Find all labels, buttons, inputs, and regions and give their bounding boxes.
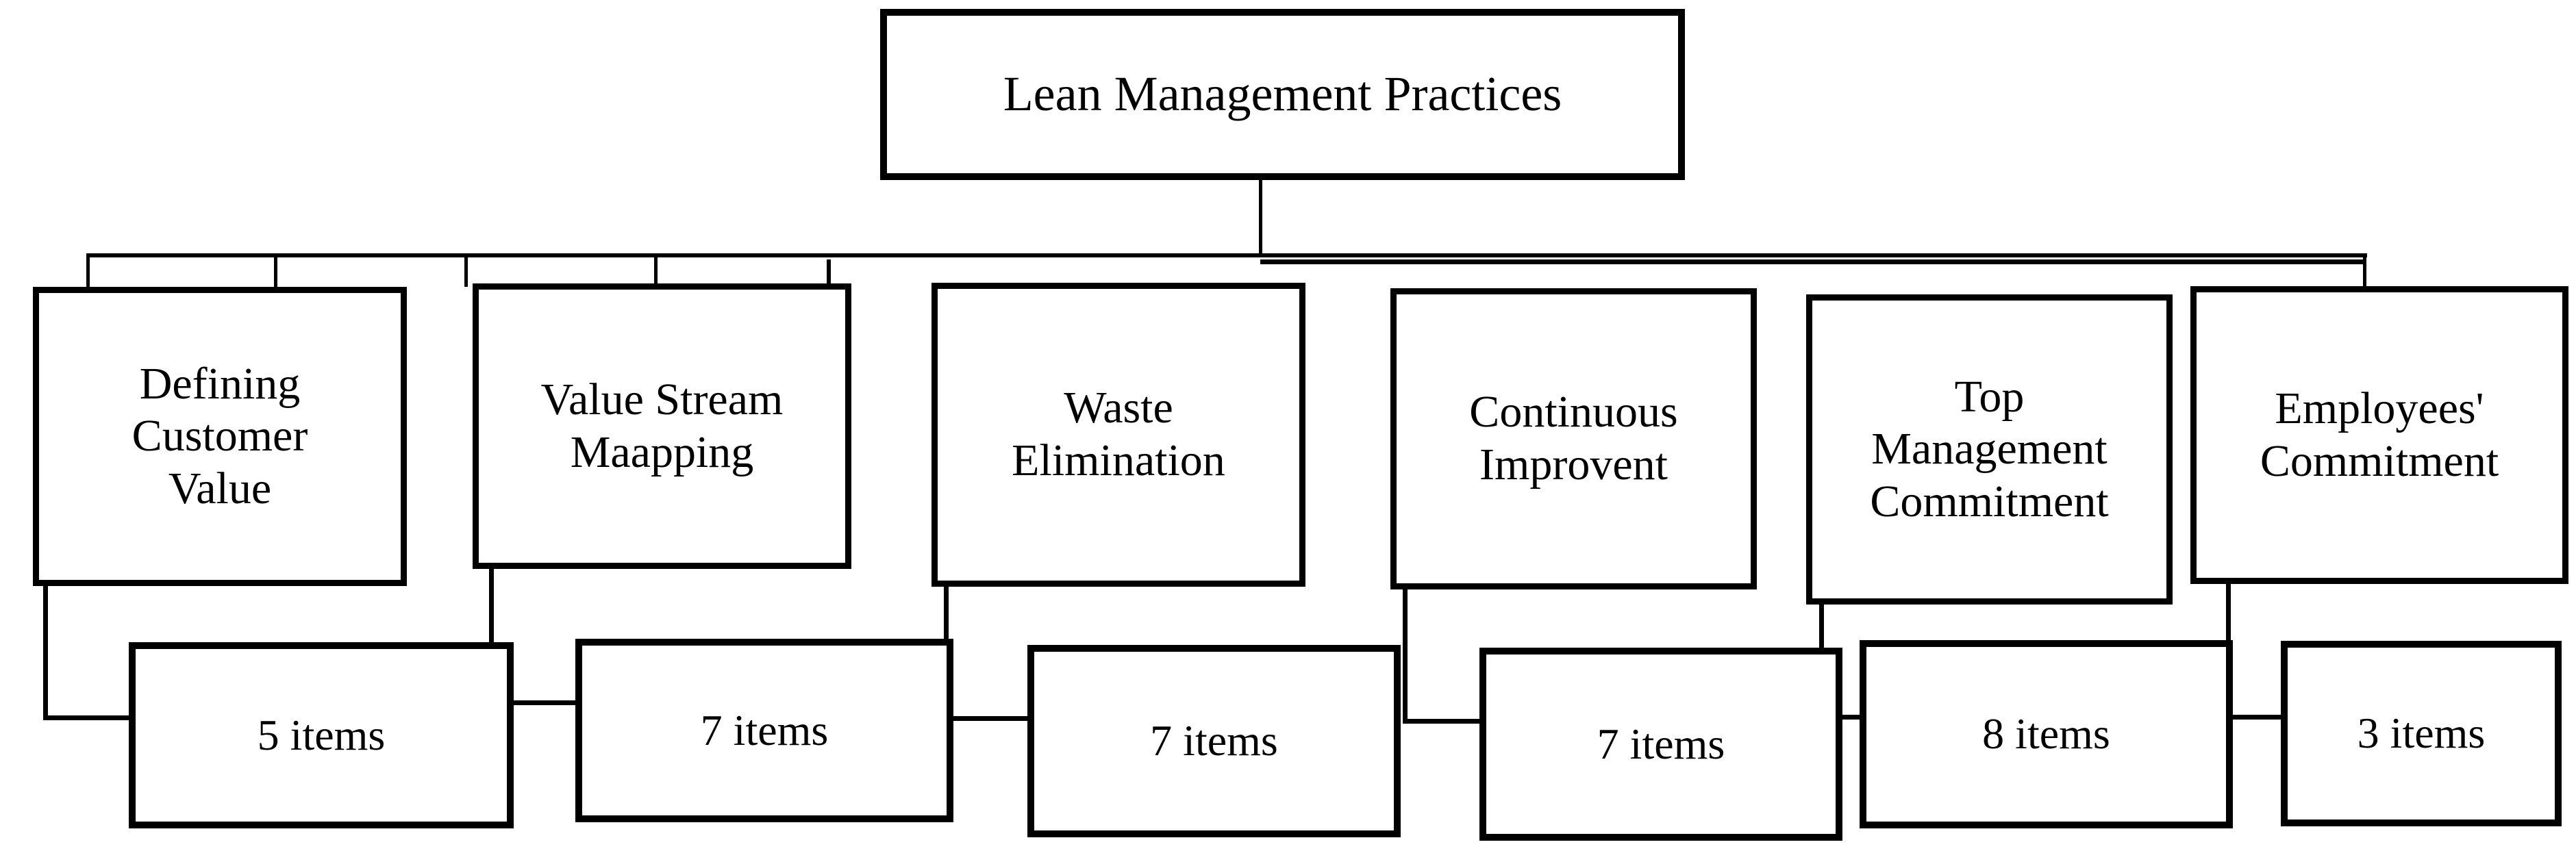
node-root-lean-management-practices[interactable]: Lean Management Practices (880, 9, 1685, 180)
node-item-1-label: 5 items (257, 710, 386, 759)
node-item-count-1[interactable]: 5 items (129, 642, 514, 828)
node-practice-3-label: Waste Elimination (1012, 383, 1225, 485)
node-practice-4-label: Continuous Improvent (1469, 387, 1678, 490)
connector-drop-practice-4 (654, 253, 658, 287)
connector-drop-practice-6 (2363, 253, 2366, 287)
connector-elbow-h-item-6 (2226, 715, 2303, 720)
node-item-5-label: 8 items (1982, 709, 2110, 759)
node-practice-value-stream-mapping[interactable]: Value Stream Maapping (473, 283, 851, 569)
node-item-6-label: 3 items (2357, 709, 2486, 758)
connector-drop-practice-2 (274, 253, 277, 287)
node-practice-waste-elimination[interactable]: Waste Elimination (931, 283, 1305, 587)
node-item-count-3[interactable]: 7 items (1027, 645, 1401, 837)
node-practice-5-label: Top Management Commitment (1870, 371, 2109, 526)
connector-elbow-h-item-2 (489, 700, 579, 705)
node-practice-1-label: Defining Customer Value (132, 358, 308, 513)
connector-drop-practice-3 (464, 253, 468, 287)
connector-elbow-v-item-1 (43, 586, 48, 720)
connector-elbow-h-item-3 (944, 716, 1033, 721)
node-item-3-label: 7 items (1150, 716, 1278, 765)
node-item-count-6[interactable]: 3 items (2281, 641, 2562, 826)
connector-elbow-v-item-2 (489, 569, 494, 705)
node-item-count-5[interactable]: 8 items (1860, 640, 2233, 828)
node-practice-continuous-improvement[interactable]: Continuous Improvent (1390, 288, 1757, 589)
node-item-2-label: 7 items (700, 705, 829, 754)
node-practice-top-management-commitment[interactable]: Top Management Commitment (1806, 294, 2173, 605)
connector-bus-primary (86, 253, 2367, 257)
connector-drop-practice-1 (86, 253, 90, 287)
connector-elbow-h-item-1 (43, 715, 132, 720)
connector-elbow-h-item-4 (1403, 719, 1485, 724)
node-practice-defining-customer-value[interactable]: Defining Customer Value (33, 287, 407, 586)
node-root-label: Lean Management Practices (1003, 66, 1562, 122)
node-item-4-label: 7 items (1597, 719, 1725, 768)
node-practice-6-label: Employees' Commitment (2260, 383, 2499, 486)
connector-bus-secondary (1260, 259, 2366, 264)
connector-elbow-v-item-4 (1403, 589, 1408, 724)
connector-drop-practice-5 (827, 259, 831, 295)
connector-root-stem (1259, 180, 1262, 255)
node-practice-employees-commitment[interactable]: Employees' Commitment (2190, 286, 2568, 584)
node-item-count-2[interactable]: 7 items (575, 639, 953, 822)
node-item-count-4[interactable]: 7 items (1479, 648, 1842, 841)
node-practice-2-label: Value Stream Maapping (540, 374, 784, 477)
